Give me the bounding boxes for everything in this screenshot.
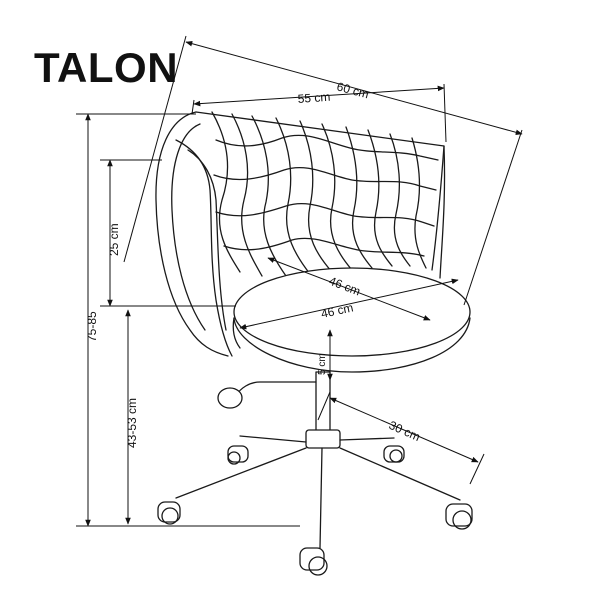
backrest-outline [155, 111, 229, 357]
casters [157, 445, 473, 576]
height-lever [235, 381, 317, 397]
woven-straps [211, 111, 439, 277]
seat-side [233, 317, 471, 373]
gas-lift [315, 371, 331, 433]
dimension-lines [76, 35, 523, 527]
seat-thickness-label: 5 cm [317, 353, 328, 375]
total-height-label: 75-85 [85, 311, 99, 342]
product-title: TALON [34, 44, 179, 91]
seat-height-label: 43-53 cm [125, 398, 139, 448]
back-width-label: 55 cm [297, 90, 331, 106]
chair-illustration [155, 111, 473, 576]
backrest-height-label: 25 cm [107, 223, 121, 256]
overall-width-label: 60 cm [335, 79, 370, 101]
seat-width-label: 46 cm [320, 300, 355, 320]
base-radius-label: 30 cm [387, 418, 423, 444]
star-base [175, 429, 461, 549]
